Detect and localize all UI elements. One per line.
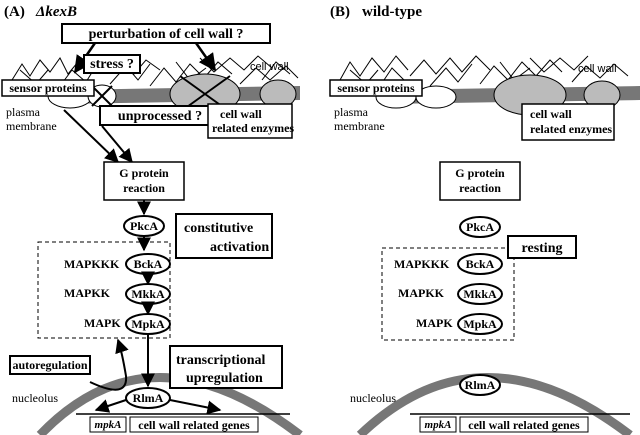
sensor-proteins-box [1, 79, 95, 97]
rlma-node [125, 387, 171, 409]
membrane-label: membrane [6, 119, 57, 133]
mapk-label: MAPK [84, 316, 121, 330]
mpka-node-right [457, 313, 503, 335]
pkca-label: PkcA [130, 219, 158, 233]
sensor-proteins-label: sensor proteins [9, 81, 87, 95]
genes-label-right: cell wall related genes [468, 418, 580, 432]
g-protein-label-2: reaction [123, 181, 165, 195]
pkca-node-right [459, 216, 501, 238]
stress-box [83, 54, 141, 74]
membrane-label-right: membrane [334, 119, 385, 133]
cell-wall-label-left: cell wall [250, 61, 289, 73]
genes-box-right [459, 416, 589, 433]
pkca-label-right: PkcA [466, 220, 494, 234]
mkka-node-right [457, 283, 503, 305]
arrow-autoregulation [89, 338, 129, 391]
arrow-sensor-to-gprotein-1 [63, 109, 120, 163]
panel-b: (B) wild-type cell wall sensor proteins … [329, 4, 640, 435]
resting-label: resting [522, 241, 563, 256]
constitutive-label-2: activation [210, 240, 269, 255]
mapk-label-right: MAPK [416, 316, 453, 330]
rlma-label: RlmA [133, 391, 164, 405]
g-protein-label-1-right: G protein [455, 166, 505, 180]
perturbation-label: perturbation of cell wall ? [89, 27, 244, 42]
g-protein-box-right [439, 161, 521, 201]
cell-wall-enzymes-box-right [521, 103, 615, 141]
mpka-label: MpkA [131, 317, 165, 331]
mkka-label-right: MkkA [463, 287, 497, 301]
rlma-label-right: RlmA [465, 378, 496, 392]
autoregulation-box [9, 355, 91, 375]
autoregulation-label: autoregulation [12, 358, 87, 372]
enzymes-label-2: related enzymes [212, 121, 294, 135]
arrow-sensor-to-gprotein-2 [101, 125, 133, 164]
mkka-label: MkkA [131, 287, 165, 301]
bcka-node-right [457, 253, 503, 275]
transcriptional-upregulation-box [169, 345, 283, 389]
stress-label: stress ? [90, 57, 134, 72]
transcriptional-label-2: upregulation [186, 371, 263, 386]
nucleolus-label-left: nucleolus [12, 391, 58, 405]
plasma-label: plasma [6, 105, 41, 119]
mpka-gene-box-right [419, 416, 457, 433]
sensor-proteins-box-right [329, 79, 423, 97]
genes-box [129, 416, 259, 433]
enzymes-label-1: cell wall [220, 107, 262, 121]
mapkk-label-right: MAPKK [398, 286, 445, 300]
constitutive-activation-box [175, 213, 273, 259]
transcriptional-label-1: transcriptional [176, 353, 266, 368]
panel-a-label: (A) [4, 4, 25, 20]
bcka-label-right: BckA [466, 257, 495, 271]
panel-b-title: wild-type [362, 4, 422, 20]
genes-label: cell wall related genes [138, 418, 250, 432]
mpka-label-right: MpkA [463, 317, 497, 331]
panel-a-title: ΔkexB [35, 4, 77, 20]
g-protein-box [103, 161, 185, 201]
mpka-gene-label: mpkA [95, 419, 122, 431]
arrow-rlma-to-mpka-gene [94, 399, 127, 413]
nucleolus-label-right: nucleolus [350, 391, 396, 405]
mapkkk-label-right: MAPKKK [394, 257, 450, 271]
unprocessed-label: unprocessed ? [118, 109, 202, 124]
g-protein-label-2-right: reaction [459, 181, 501, 195]
g-protein-label-1: G protein [119, 166, 169, 180]
panel-a: (A) ΔkexB cell wall perturbation of cel [1, 4, 303, 435]
nucleus-membrane-left [36, 373, 303, 435]
cell-wall-label-right: cell wall [578, 63, 617, 75]
mpka-gene-label-right: mpkA [425, 419, 452, 431]
enzymes-label-1-right: cell wall [530, 107, 572, 121]
arrow-perturbation-to-enzyme [194, 42, 217, 72]
cross-mark-sensor [91, 85, 113, 107]
mapk-cascade-box [37, 241, 171, 339]
arrow-rlma-to-genes [169, 399, 222, 415]
mapkk-label: MAPKK [64, 286, 111, 300]
mpka-gene-box [89, 416, 127, 433]
panel-b-label: (B) [330, 4, 350, 20]
bcka-label: BckA [134, 257, 163, 271]
mapkkk-label: MAPKKK [64, 257, 120, 271]
perturbation-box [61, 23, 271, 44]
rlma-node-right [459, 374, 501, 396]
cell-wall-enzymes-box [207, 103, 293, 139]
plasma-label-right: plasma [334, 105, 369, 119]
mapk-cascade-box-right [381, 247, 515, 341]
sensor-proteins-label-right: sensor proteins [337, 81, 415, 95]
sensor-protein-2-right [415, 85, 457, 109]
resting-box [507, 235, 577, 259]
constitutive-label-1: constitutive [184, 221, 253, 236]
enzymes-label-2-right: related enzymes [530, 122, 612, 136]
